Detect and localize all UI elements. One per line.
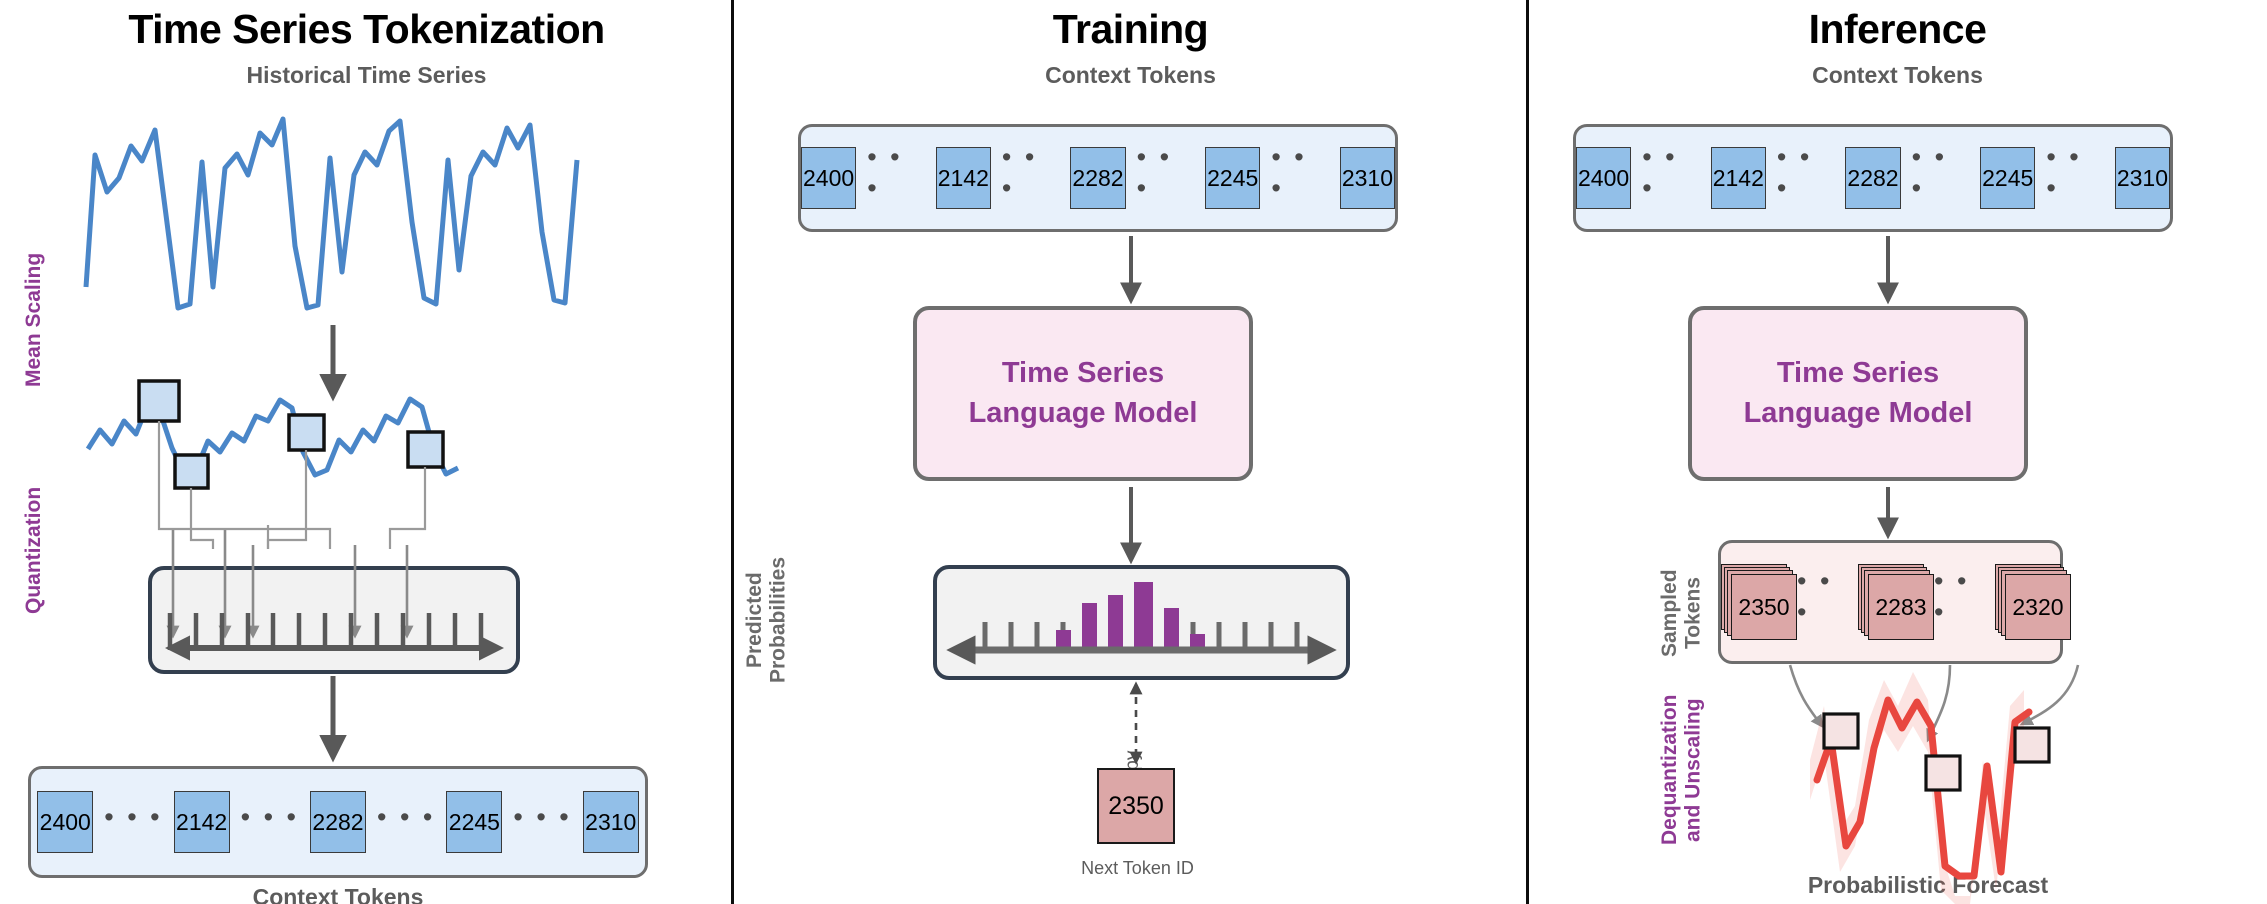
quantization-bins-box bbox=[148, 566, 520, 674]
panel-divider-2 bbox=[1526, 0, 1529, 904]
context-token: 2282 bbox=[1070, 147, 1126, 209]
label-mean-scaling: Mean Scaling bbox=[22, 252, 45, 388]
label-predicted-probabilities: Predicted Probabilities bbox=[743, 556, 790, 684]
context-token: 2142 bbox=[173, 791, 230, 853]
sampled-token: 2320 bbox=[2004, 574, 2071, 640]
sampled-token-stack: 2283 bbox=[1857, 564, 1934, 640]
page-title-inference: Inference bbox=[1808, 6, 1987, 52]
context-token: 2400 bbox=[37, 791, 94, 853]
next-token-box: 2350 bbox=[1097, 768, 1175, 844]
caption-context-tokens-inference: Context Tokens bbox=[1812, 62, 1983, 88]
context-token: 2245 bbox=[1205, 147, 1261, 209]
token-ellipsis: • • • bbox=[2046, 142, 2082, 203]
label-sampled-tokens: Sampled Tokens bbox=[1658, 569, 1705, 657]
label-dequantization: Dequantization and Unscaling bbox=[1658, 694, 1705, 846]
page-title-training: Training bbox=[1052, 6, 1209, 52]
token-ellipsis: • • • bbox=[104, 801, 163, 832]
context-token: 2400 bbox=[1576, 147, 1632, 209]
token-ellipsis: • • • bbox=[377, 801, 436, 832]
model-label-inference-line2: Language Model bbox=[1743, 396, 1973, 429]
sampled-token-ellipsis: • • • bbox=[1797, 566, 1833, 627]
token-ellipsis: • • • bbox=[1776, 142, 1813, 203]
context-token: 2282 bbox=[1845, 147, 1901, 209]
panel-inference: Inference Context Tokens 2400• • •2142• … bbox=[1528, 0, 2267, 904]
sampled-token: 2283 bbox=[1867, 574, 1934, 640]
context-token: 2400 bbox=[801, 147, 857, 209]
panel-tokenization: Time Series Tokenization Historical Time… bbox=[0, 0, 733, 904]
sampled-token-stack: 2320 bbox=[1994, 564, 2071, 640]
caption-context-tokens-tokenization: Context Tokens bbox=[252, 884, 424, 904]
sampled-token-stack: 2350 bbox=[1721, 564, 1797, 640]
token-ellipsis: • • • bbox=[1001, 142, 1038, 203]
sampled-token: 2350 bbox=[1731, 574, 1797, 640]
panel-training: Training Context Tokens 2400 • • • 2142 • •… bbox=[733, 0, 1528, 904]
sampled-tokens-container: 2350• • •2283• • •2320 bbox=[1718, 540, 2071, 664]
context-token: 2310 bbox=[582, 791, 639, 853]
page-title-tokenization: Time Series Tokenization bbox=[128, 6, 605, 52]
context-token: 2310 bbox=[2114, 147, 2171, 209]
token-ellipsis: • • • bbox=[240, 801, 299, 832]
caption-historical-series: Historical Time Series bbox=[246, 62, 487, 88]
panel-divider-1 bbox=[731, 0, 734, 904]
context-token: 2310 bbox=[1339, 147, 1396, 209]
context-token: 2245 bbox=[446, 791, 503, 853]
model-box-training: Time Series Language Model bbox=[913, 306, 1253, 481]
context-token: 2245 bbox=[1980, 147, 2036, 209]
model-label-inference-line1: Time Series bbox=[1776, 357, 1940, 390]
token-ellipsis: • • • bbox=[1271, 142, 1307, 203]
context-token: 2282 bbox=[310, 791, 366, 853]
context-tokens-container-tokenization: 2400 • • • 2142 • • • 2282 • • • 2245 • • • 2310 bbox=[28, 766, 648, 878]
token-ellipsis: • • • bbox=[867, 142, 903, 203]
token-ellipsis: • • • bbox=[1911, 142, 1948, 203]
context-token: 2142 bbox=[1710, 147, 1766, 209]
model-box-inference: Time Series Language Model bbox=[1688, 306, 2028, 481]
predicted-probabilities-box bbox=[933, 565, 1350, 680]
caption-context-tokens-training: Context Tokens bbox=[1045, 62, 1216, 88]
context-tokens-container-inference: 2400 • • • 2142 • • • 2282 • • • 2245 • • • 2310 bbox=[1573, 124, 2173, 232]
caption-next-token-id: Next Token ID bbox=[1081, 858, 1194, 878]
caption-probabilistic-forecast: Probabilistic Forecast bbox=[1807, 872, 2049, 898]
token-ellipsis: • • • bbox=[1642, 142, 1678, 203]
model-label-line1: Time Series bbox=[1001, 357, 1165, 390]
label-quantization: Quantization bbox=[22, 486, 45, 614]
context-tokens-container-training: 2400 • • • 2142 • • • 2282 • • • 2245 • • • 2310 bbox=[798, 124, 1398, 232]
token-ellipsis: • • • bbox=[513, 801, 572, 832]
token-ellipsis: • • • bbox=[1136, 142, 1173, 203]
sampled-token-ellipsis: • • • bbox=[1934, 566, 1970, 627]
model-label-line2: Language Model bbox=[968, 396, 1198, 429]
context-token: 2142 bbox=[935, 147, 991, 209]
